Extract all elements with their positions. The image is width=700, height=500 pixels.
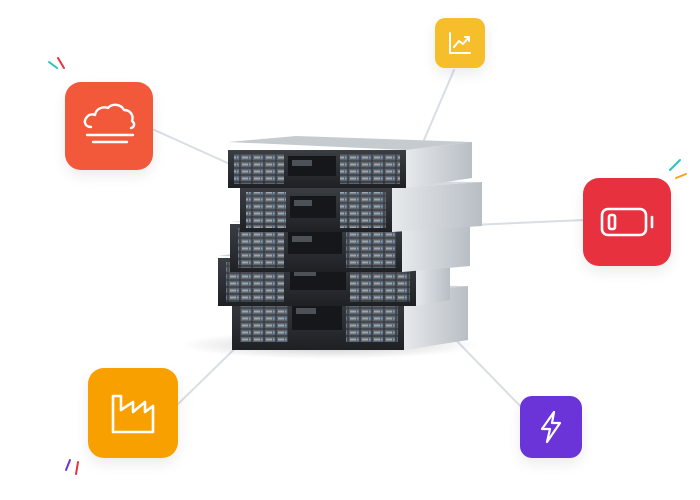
spark-accent — [57, 57, 65, 69]
lightning-bolt-icon — [540, 410, 562, 444]
cloud-tile — [65, 82, 153, 170]
bolt-tile — [520, 396, 582, 458]
factory-icon — [111, 394, 155, 434]
battery-low-icon — [600, 207, 654, 237]
server-unit — [228, 136, 472, 188]
cloud-fog-icon — [83, 103, 136, 144]
spark-accent — [669, 159, 681, 171]
spark-accents — [48, 57, 687, 475]
trending-chart-icon — [449, 32, 471, 54]
factory-tile — [88, 368, 178, 458]
connector-chart — [423, 69, 455, 141]
battery-tile — [583, 178, 671, 266]
spark-accent — [675, 173, 687, 179]
chart-tile — [435, 18, 485, 68]
connector-cloud — [149, 127, 233, 166]
spark-accent — [75, 461, 79, 475]
connector-battery — [471, 219, 585, 226]
spark-accent — [48, 61, 58, 69]
spark-accent — [65, 459, 71, 471]
